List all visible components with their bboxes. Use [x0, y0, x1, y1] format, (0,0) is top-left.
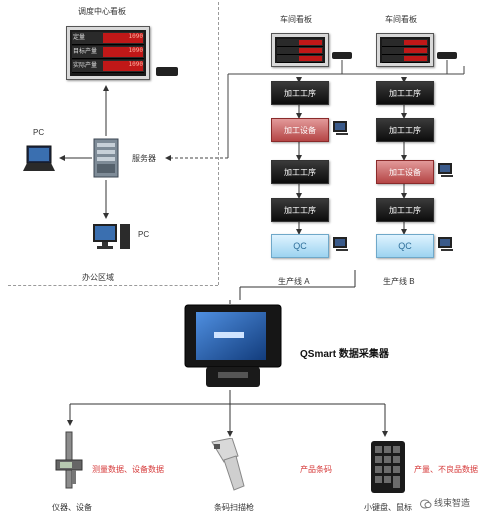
- qsmart-collector-device: [184, 304, 282, 390]
- terminal-icon: [438, 237, 453, 251]
- line-a-station-3: 加工工序: [271, 160, 329, 184]
- instrument-icon: [52, 430, 88, 492]
- peripheral-1-flow: 测量数据、设备数据: [92, 465, 164, 474]
- desktop-pc-icon: [92, 222, 132, 252]
- pc-top-label: PC: [33, 128, 45, 137]
- server-icon: [93, 138, 119, 178]
- peripheral-3-flow: 产量、不良品数据: [414, 465, 478, 474]
- board-controller-box: [156, 67, 178, 76]
- keypad-icon: [370, 440, 406, 494]
- line-b-station-4: 加工工序: [376, 198, 434, 222]
- left-zone-connectors: [59, 85, 109, 219]
- line-a-station-1: 加工工序: [271, 81, 329, 105]
- terminal-icons: [333, 121, 453, 251]
- peripheral-2-flow: 产品条码: [300, 465, 332, 474]
- line-b-station-1: 加工工序: [376, 81, 434, 105]
- pc-bottom-label: PC: [138, 230, 150, 239]
- line-a-station-qc: QC: [271, 234, 329, 258]
- server-label: 服务器: [132, 154, 156, 163]
- zone-divider-horizontal: [8, 285, 218, 286]
- line-b-station-2: 加工工序: [376, 118, 434, 142]
- terminal-icon: [438, 163, 453, 177]
- line-a-board-controller: [332, 52, 352, 59]
- line-a-station-4: 加工工序: [271, 198, 329, 222]
- terminal-icon: [333, 121, 348, 135]
- line-a-board-title: 车间看板: [280, 15, 312, 24]
- zone-divider-vertical: [218, 2, 219, 285]
- line-a-station-2: 加工设备: [271, 118, 329, 142]
- terminal-icon: [333, 237, 348, 251]
- line-a-board: [271, 33, 329, 67]
- peripheral-1-name: 仪器、设备: [52, 503, 92, 512]
- laptop-icon: [22, 144, 56, 174]
- line-b-station-3: 加工设备: [376, 160, 434, 184]
- peripheral-2-name: 条码扫描枪: [214, 503, 254, 512]
- watermark-text: 线束智造: [434, 498, 471, 508]
- line-b-board: [376, 33, 434, 67]
- workshop-board-title: 调度中心看板: [78, 7, 126, 16]
- line-b-board-controller: [437, 52, 457, 59]
- collector-label: QSmart 数据采集器: [300, 349, 389, 360]
- office-area-label: 办公区域: [82, 273, 114, 282]
- line-b-station-qc: QC: [376, 234, 434, 258]
- barcode-scanner-icon: [208, 437, 252, 494]
- line-b-board-title: 车间看板: [385, 15, 417, 24]
- line-b-label: 生产线 B: [383, 277, 415, 286]
- wechat-icon: [420, 496, 432, 509]
- line-connectors: [165, 60, 465, 300]
- line-a-label: 生产线 A: [278, 277, 310, 286]
- peripheral-3-name: 小键盘、鼠标: [364, 503, 412, 512]
